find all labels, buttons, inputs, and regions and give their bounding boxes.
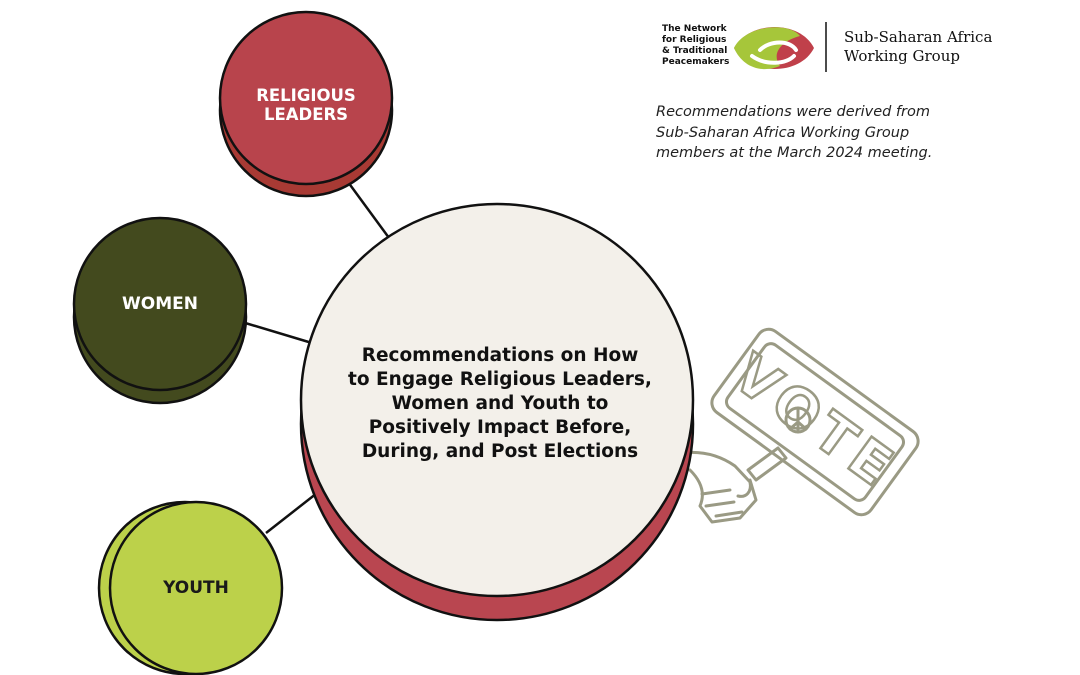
women-label-line: WOMEN (122, 293, 198, 314)
node-youth (97, 500, 284, 675)
religious-leaders-label: RELIGIOUS LEADERS (230, 70, 382, 140)
religious-circle (218, 10, 394, 186)
hand-outline (688, 468, 758, 524)
organization-name-line: Peacemakers (662, 56, 730, 67)
working-group-line: Working Group (844, 46, 960, 65)
vote-sign-illustration (658, 327, 920, 524)
women-circle (72, 216, 248, 392)
organization-name-line: & Traditional (662, 45, 728, 56)
node-religious-leaders (218, 10, 394, 198)
connector-religious (346, 181, 394, 243)
youth-circle (108, 500, 284, 675)
source-note-line: Sub-Saharan Africa Working Group (656, 124, 910, 141)
religious-leaders-label-line: RELIGIOUS (256, 85, 356, 105)
logo-green-leaf (734, 27, 800, 70)
youth-label-line: YOUTH (163, 577, 229, 598)
organization-name: The Network for Religious & Traditional … (662, 24, 742, 68)
religious-leaders-label-line: LEADERS (263, 105, 349, 124)
center-title-line: Positively Impact Before, (368, 417, 632, 439)
sign-board (710, 327, 920, 517)
finger-lines (700, 488, 744, 518)
logo-swoosh-top (758, 40, 798, 52)
source-note-line: Recommendations were derived from (656, 104, 930, 120)
working-group-name: Sub-Saharan Africa Working Group (844, 28, 1064, 66)
organization-name-line: The Network (662, 24, 727, 34)
sign-stick (746, 446, 788, 482)
node-women (72, 216, 248, 405)
peace-symbol-icon (784, 406, 812, 434)
source-note: Recommendations were derived from Sub-Sa… (656, 102, 956, 164)
center-node (299, 202, 695, 622)
center-circle (299, 202, 695, 598)
network-logo-icon (734, 27, 814, 70)
center-title-line: During, and Post Elections (361, 441, 639, 463)
center-title-line: to Engage Religious Leaders, (348, 368, 652, 390)
logo-swoosh-bottom (750, 54, 796, 65)
center-title-line: Women and Youth to (391, 392, 609, 414)
center-title: Recommendations on How to Engage Religio… (330, 330, 670, 478)
center-title-line: Recommendations on How (361, 344, 639, 366)
organization-name-line: for Religious (662, 34, 727, 45)
working-group-line: Sub-Saharan Africa (844, 28, 993, 46)
source-note-line: members at the March 2024 meeting. (656, 145, 933, 162)
women-label: WOMEN (82, 282, 238, 326)
youth-label: YOUTH (118, 566, 274, 610)
connector-women (241, 320, 313, 345)
